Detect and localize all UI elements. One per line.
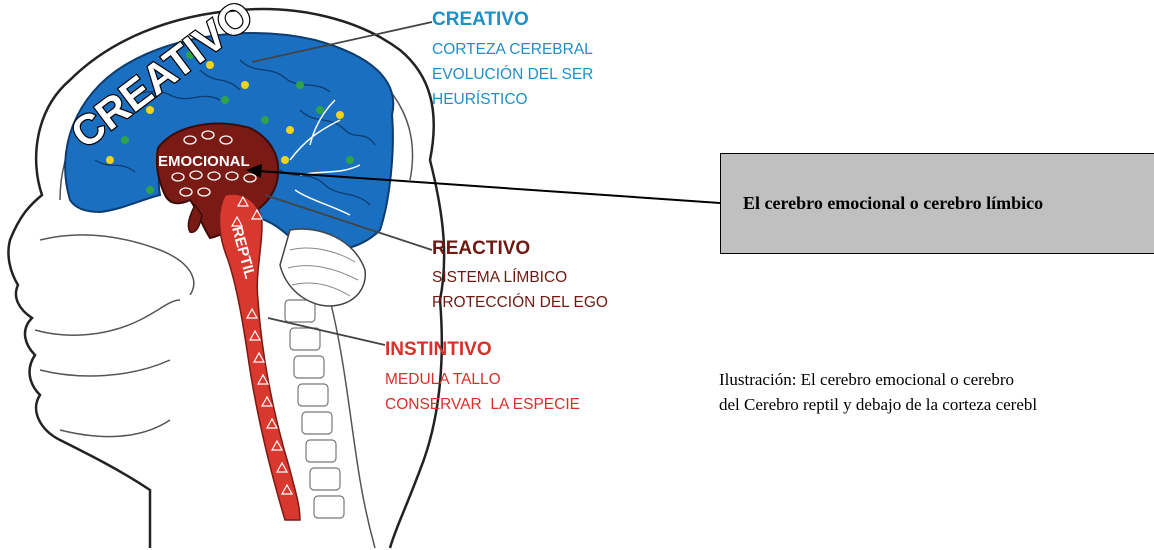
brainstem-triangles xyxy=(230,195,294,495)
legend-creativo-title: CREATIVO xyxy=(432,9,529,30)
neuron-dots xyxy=(106,51,354,194)
limbic-ovals xyxy=(171,130,257,197)
legend-creativo: CREATIVO CORTEZA CEREBRAL EVOLUCIÓN DEL … xyxy=(432,9,593,108)
limbic-tail xyxy=(187,203,203,234)
figure-caption: Ilustración: El cerebro emocional o cere… xyxy=(719,367,1154,417)
jaw-outline xyxy=(34,299,181,438)
leader-reactivo xyxy=(264,194,433,251)
cerebellum-folds xyxy=(287,247,359,297)
neuron-branches xyxy=(289,99,361,216)
callout-arrowhead xyxy=(246,164,262,178)
legend-reactivo-line: PROTECCIÓN DEL EGO xyxy=(432,294,608,311)
legend-creativo-line: CORTEZA CEREBRAL xyxy=(432,41,593,58)
brain-label-emocional: EMOCIONAL xyxy=(158,153,250,170)
head-outline xyxy=(7,7,446,549)
legend-reactivo: REACTIVO SISTEMA LÍMBICO PROTECCIÓN DEL … xyxy=(432,238,608,311)
callout-box: El cerebro emocional o cerebro límbico xyxy=(720,153,1154,254)
vertebrae xyxy=(284,299,345,519)
caption-line: del Cerebro reptil y debajo de la cortez… xyxy=(719,395,1038,414)
brainstem-region xyxy=(218,193,301,521)
callout-text: El cerebro emocional o cerebro límbico xyxy=(743,193,1044,213)
legend-instintivo-line: MEDULA TALLO xyxy=(385,371,501,388)
neck-back xyxy=(329,299,376,549)
nasal-cavity xyxy=(39,234,195,296)
leader-instintivo xyxy=(267,317,386,346)
callout-arrow-line xyxy=(257,170,721,204)
cortex-folds xyxy=(94,59,376,206)
caption-line: Ilustración: El cerebro emocional o cere… xyxy=(719,370,1015,389)
legend-reactivo-line: SISTEMA LÍMBICO xyxy=(432,269,567,286)
legend-instintivo-line: CONSERVAR LA ESPECIE xyxy=(385,396,580,413)
legend-creativo-line: HEURÍSTICO xyxy=(432,91,528,108)
legend-instintivo: INSTINTIVO MEDULA TALLO CONSERVAR LA ESP… xyxy=(385,339,580,413)
legend-instintivo-title: INSTINTIVO xyxy=(385,339,492,360)
legend-reactivo-title: REACTIVO xyxy=(432,238,530,259)
legend-creativo-line: EVOLUCIÓN DEL SER xyxy=(432,66,593,83)
leader-creativo xyxy=(251,21,433,63)
